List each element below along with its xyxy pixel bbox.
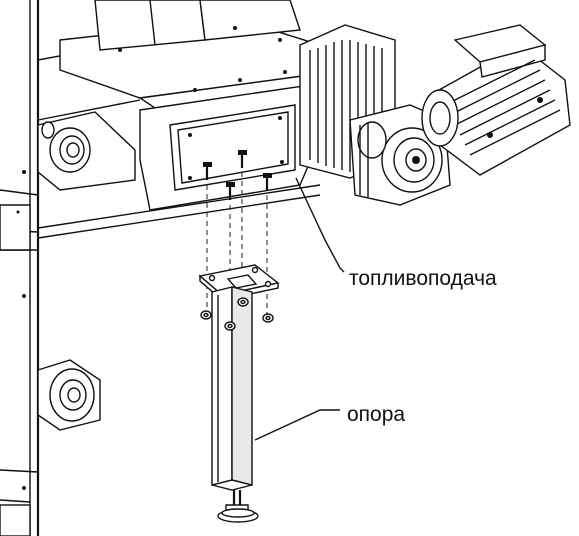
feeder-leader-line <box>295 177 345 273</box>
upper-roller <box>37 111 136 191</box>
bolt-icon <box>263 173 272 191</box>
mounting-bolts <box>203 150 272 200</box>
bolt-icon <box>238 150 247 168</box>
support-leg <box>198 264 280 523</box>
feeder-label: топливоподача <box>349 267 497 290</box>
bolt-icon <box>203 162 212 180</box>
lower-roller <box>37 359 101 431</box>
bolt-icon <box>226 182 235 200</box>
nut-icon <box>224 321 236 331</box>
nut-icon <box>200 310 212 320</box>
motor-icon <box>421 24 571 176</box>
support-label: опора <box>347 403 406 426</box>
nut-icon <box>237 297 249 307</box>
leader-lines <box>254 177 345 441</box>
leg-nuts <box>200 297 274 331</box>
nut-icon <box>262 313 274 323</box>
support-leader-line <box>254 409 340 441</box>
boiler-body <box>0 0 40 536</box>
